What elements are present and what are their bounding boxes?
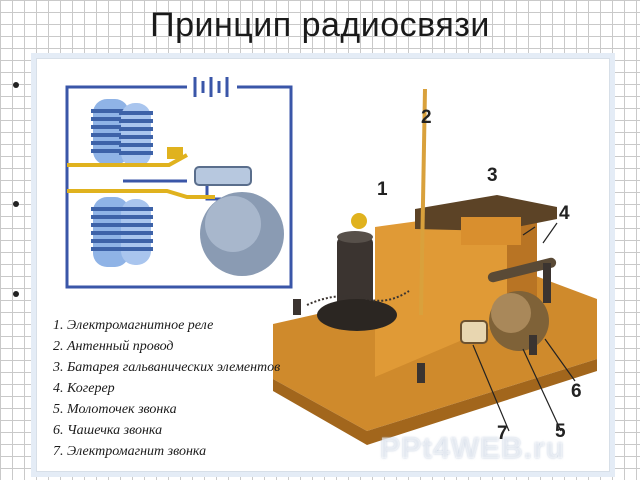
coherer-tube bbox=[194, 166, 252, 186]
bullet-1 bbox=[13, 82, 19, 88]
legend-item: 6. Чашечка звонка bbox=[53, 423, 163, 438]
antenna-rod bbox=[419, 88, 427, 316]
electromagnet-photo bbox=[460, 320, 488, 344]
bullet-2 bbox=[13, 201, 19, 207]
callout-6: 6 bbox=[571, 381, 582, 402]
relay-cylinder bbox=[337, 237, 373, 307]
callout-2: 2 bbox=[421, 107, 432, 128]
slide-title: Принцип радиосвязи bbox=[150, 6, 490, 44]
legend-item: 3. Батарея гальванических элементов bbox=[53, 360, 281, 375]
legend-item: 5. Молоточек звонка bbox=[53, 402, 177, 417]
callout-5: 5 bbox=[555, 421, 566, 442]
legend-item: 1. Электромагнитное реле bbox=[53, 318, 214, 333]
battery-icon bbox=[193, 77, 229, 97]
radio-receiver-figure: 1. Электромагнитное реле 2. Антенный про… bbox=[36, 58, 610, 472]
callout-7: 7 bbox=[497, 423, 508, 444]
legend-item: 2. Антенный провод bbox=[53, 339, 174, 354]
battery-box bbox=[415, 195, 557, 231]
coherer-photo bbox=[487, 257, 557, 283]
relay-armature bbox=[167, 147, 183, 159]
callout-4: 4 bbox=[559, 203, 570, 224]
legend-item: 4. Когерер bbox=[53, 381, 115, 396]
bullet-3 bbox=[13, 291, 19, 297]
callout-1: 1 bbox=[377, 179, 388, 200]
relay-coil-top bbox=[91, 99, 153, 167]
legend-item: 7. Электромагнит звонка bbox=[53, 444, 207, 459]
relay-coil-bottom bbox=[91, 197, 153, 267]
callout-3: 3 bbox=[487, 165, 498, 186]
callout-leaders bbox=[472, 222, 576, 432]
legend-list: 1. Электромагнитное реле 2. Антенный про… bbox=[53, 315, 280, 462]
watermark: PPt4WEB.ru bbox=[380, 432, 566, 465]
figure-illustration bbox=[65, 77, 597, 445]
